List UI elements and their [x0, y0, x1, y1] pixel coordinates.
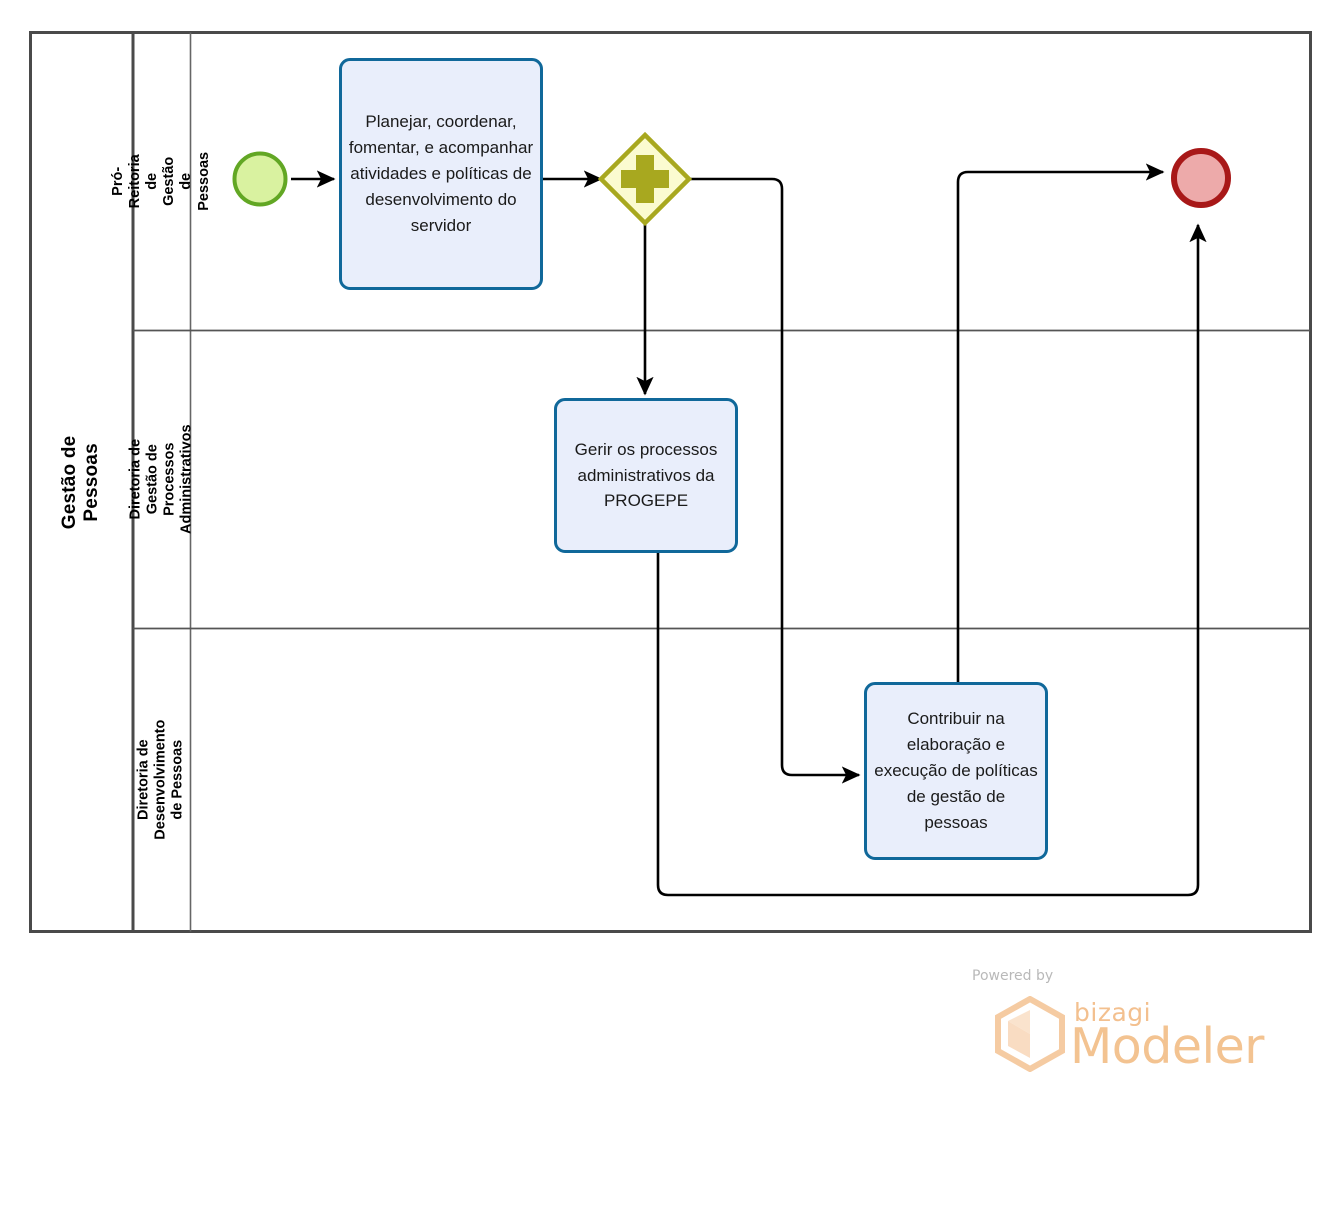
task-label: Contribuir na elaboração e execução de p… [874, 709, 1038, 832]
task-label: Gerir os processos administrativos da PR… [574, 439, 718, 511]
bizagi-wordmark: bizagi [1074, 998, 1152, 1027]
end-event[interactable] [1171, 148, 1231, 208]
lane-title-text: Diretoria de Desenvolvimento de Pessoas [135, 719, 187, 841]
task-gerir-processos[interactable]: Gerir os processos administrativos da PR… [554, 398, 738, 553]
flow-contribuir-to-end [956, 163, 1165, 682]
parallel-gateway[interactable] [597, 131, 693, 227]
pool-title-text: Gestão de Pessoas [59, 435, 103, 529]
task-contribuir-politicas[interactable]: Contribuir na elaboração e execução de p… [864, 682, 1048, 860]
powered-by-label: Powered by [972, 968, 1054, 984]
lane-title-text: Diretoria de Gestão de Processos Adminis… [127, 424, 195, 534]
task-planejar[interactable]: Planejar, coordenar, fomentar, e acompan… [339, 58, 543, 290]
flow-gerir-to-end [656, 223, 1207, 897]
modeler-wordmark: Modeler [1070, 1018, 1264, 1075]
lane-title-gestao-processos: Diretoria de Gestão de Processos Adminis… [127, 330, 194, 628]
plus-icon [621, 155, 669, 203]
task-label: Planejar, coordenar, fomentar, e acompan… [348, 112, 534, 235]
start-event[interactable] [232, 151, 288, 207]
lane-title-desenvolvimento: Diretoria de Desenvolvimento de Pessoas [133, 628, 190, 932]
lane-title-text: Pró-Reitoria de Gestão de Pessoas [110, 151, 212, 211]
bizagi-watermark: Powered by bizagi Modeler [966, 968, 1264, 1075]
bizagi-hexagon-icon [995, 996, 1065, 1072]
flow-gateway-to-contribuir [688, 177, 861, 784]
lane-title-pro-reitoria: Pró-Reitoria de Gestão de Pessoas [110, 32, 212, 330]
